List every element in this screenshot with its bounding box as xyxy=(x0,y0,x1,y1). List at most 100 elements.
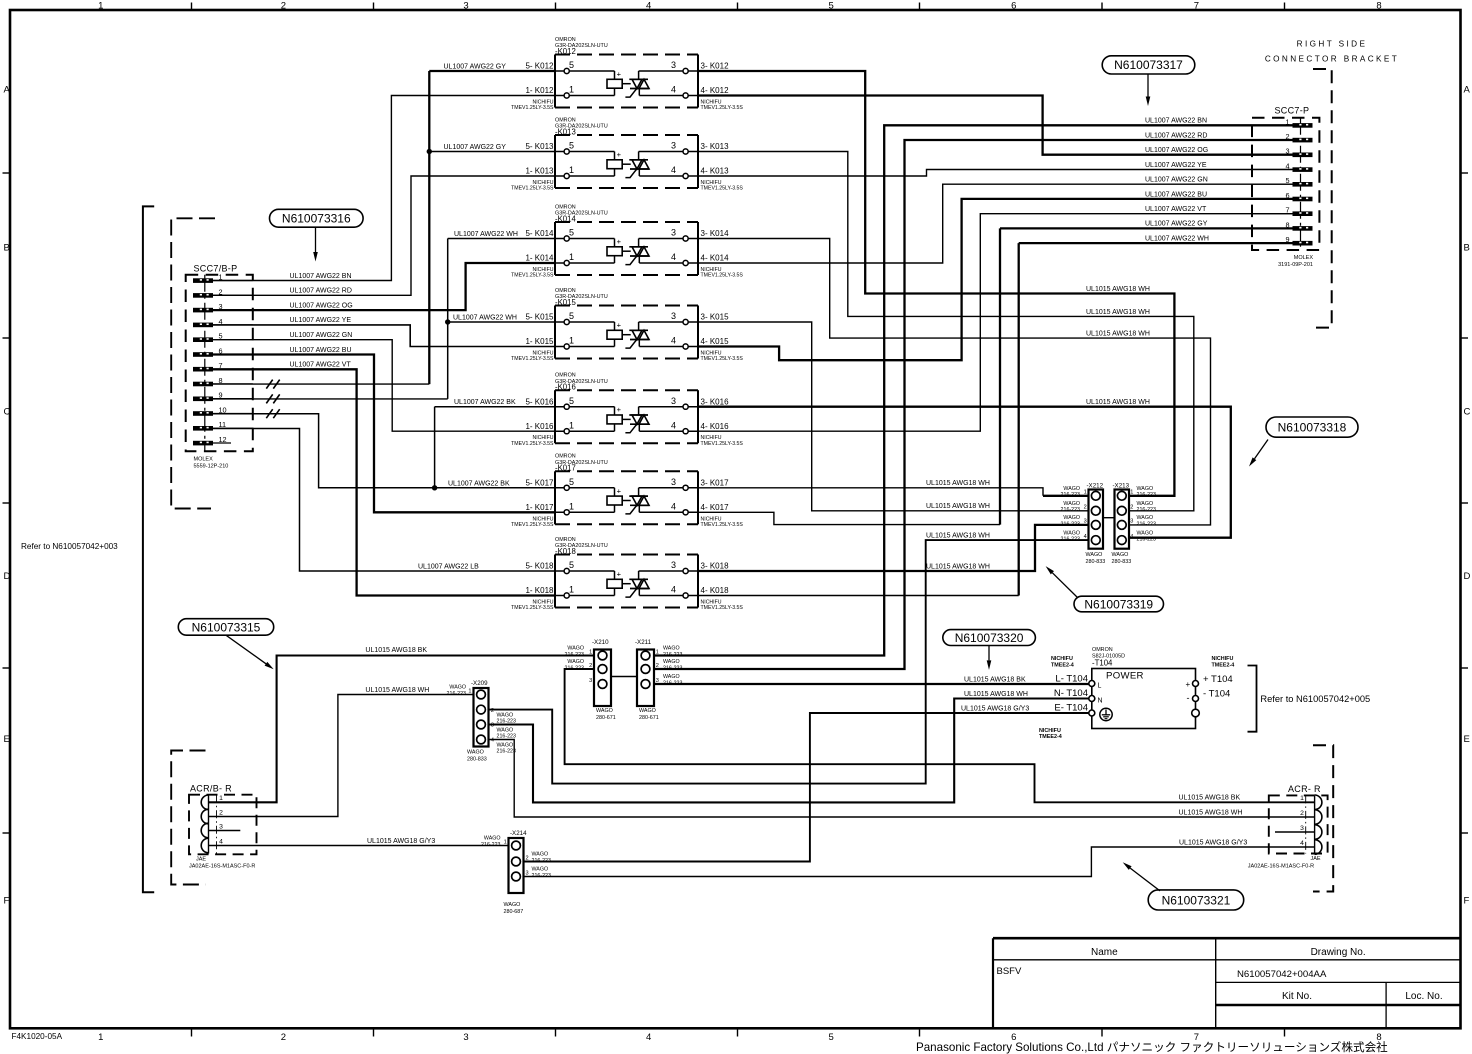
svg-text:1: 1 xyxy=(1130,490,1133,496)
svg-text:TMEE2-4: TMEE2-4 xyxy=(1212,663,1235,669)
svg-text:TMEV1.25LY-3.5S: TMEV1.25LY-3.5S xyxy=(701,186,744,192)
svg-text:2: 2 xyxy=(526,855,529,861)
svg-text:A: A xyxy=(4,85,11,96)
svg-text:6: 6 xyxy=(1011,0,1016,11)
svg-text:3: 3 xyxy=(671,228,676,238)
svg-text:5: 5 xyxy=(569,228,574,238)
svg-text:WAGO: WAGO xyxy=(532,867,549,873)
svg-text:3: 3 xyxy=(463,1032,468,1043)
svg-text:5- K018: 5- K018 xyxy=(525,562,554,571)
svg-text:-X209: -X209 xyxy=(471,680,488,687)
svg-text:UL1015 AWG18 WH: UL1015 AWG18 WH xyxy=(1086,399,1150,406)
svg-text:280-833: 280-833 xyxy=(467,757,487,763)
svg-text:8: 8 xyxy=(1285,220,1289,229)
svg-text:UL1015 AWG18 WH: UL1015 AWG18 WH xyxy=(1086,286,1150,293)
svg-text:B: B xyxy=(1464,243,1470,254)
svg-text:WAGO: WAGO xyxy=(1137,515,1154,521)
svg-text:1- K012: 1- K012 xyxy=(525,86,554,95)
svg-text:TMEE2-4: TMEE2-4 xyxy=(1051,663,1074,669)
svg-text:9: 9 xyxy=(1285,235,1289,244)
svg-text:1- K018: 1- K018 xyxy=(525,586,554,595)
svg-text:+: + xyxy=(617,405,622,414)
svg-text:5- K016: 5- K016 xyxy=(525,397,554,406)
svg-text:WAGO: WAGO xyxy=(567,659,584,665)
svg-text:216-223: 216-223 xyxy=(497,734,516,740)
svg-text:1: 1 xyxy=(569,420,574,430)
svg-text:UL1007 AWG22 GN: UL1007 AWG22 GN xyxy=(290,332,353,339)
svg-text:5- K014: 5- K014 xyxy=(525,229,554,238)
svg-text:5: 5 xyxy=(1285,176,1289,185)
svg-text:WAGO: WAGO xyxy=(639,708,656,714)
svg-text:4: 4 xyxy=(671,252,676,262)
svg-text:G3R-DA202SLN-UTU: G3R-DA202SLN-UTU xyxy=(555,211,608,217)
svg-text:1- K013: 1- K013 xyxy=(525,167,554,176)
svg-text:2: 2 xyxy=(1130,505,1133,511)
svg-text:3: 3 xyxy=(1285,147,1289,156)
svg-text:12: 12 xyxy=(219,435,227,444)
svg-text:5- K017: 5- K017 xyxy=(525,478,554,487)
svg-text:4- K014: 4- K014 xyxy=(701,254,730,263)
svg-text:NICHIFU: NICHIFU xyxy=(701,351,722,357)
svg-text:UL1015 AWG18 WH: UL1015 AWG18 WH xyxy=(964,691,1028,698)
svg-text:OMRON: OMRON xyxy=(555,117,576,123)
svg-text:CONNECTOR BRACKET: CONNECTOR BRACKET xyxy=(1265,55,1399,64)
svg-text:D: D xyxy=(4,571,11,582)
svg-text:+: + xyxy=(617,70,622,79)
svg-text:2: 2 xyxy=(589,663,592,669)
svg-text:5: 5 xyxy=(569,477,574,487)
svg-text:Panasonic Factory Solutions Co: Panasonic Factory Solutions Co.,Ltd パナソニ… xyxy=(916,1040,1388,1054)
svg-text:N610073318: N610073318 xyxy=(1278,420,1347,434)
svg-text:NICHIFU: NICHIFU xyxy=(701,180,722,186)
svg-text:B: B xyxy=(4,243,10,254)
svg-text:5: 5 xyxy=(219,332,223,341)
svg-text:NICHIFU: NICHIFU xyxy=(701,435,722,441)
svg-text:1- K015: 1- K015 xyxy=(525,337,554,346)
svg-text:7: 7 xyxy=(1194,1032,1199,1043)
svg-text:G3R-DA202SLN-UTU: G3R-DA202SLN-UTU xyxy=(555,543,608,549)
svg-text:4: 4 xyxy=(646,1032,651,1043)
svg-text:UL1007 AWG22 GY: UL1007 AWG22 GY xyxy=(444,64,507,71)
svg-text:1- K014: 1- K014 xyxy=(525,254,554,263)
svg-text:UL1007 AWG22 RD: UL1007 AWG22 RD xyxy=(1145,132,1207,139)
svg-text:TMEV1.25LY-3.5S: TMEV1.25LY-3.5S xyxy=(701,356,744,362)
svg-text:5- K013: 5- K013 xyxy=(525,142,554,151)
svg-text:+: + xyxy=(1186,680,1191,689)
svg-text:TMEV1.25LY-3.5S: TMEV1.25LY-3.5S xyxy=(701,441,744,447)
svg-text:N610073316: N610073316 xyxy=(282,212,351,226)
svg-text:3: 3 xyxy=(1300,825,1304,832)
svg-text:OMRON: OMRON xyxy=(555,373,576,379)
svg-text:Name: Name xyxy=(1091,947,1118,958)
svg-text:1: 1 xyxy=(569,336,574,346)
svg-text:7: 7 xyxy=(1194,0,1199,11)
svg-text:2: 2 xyxy=(491,708,494,714)
svg-text:MOLEX: MOLEX xyxy=(194,457,214,463)
svg-text:UL1007 AWG22 BN: UL1007 AWG22 BN xyxy=(290,273,352,280)
svg-text:3: 3 xyxy=(1130,519,1133,525)
svg-text:UL1007 AWG22 VT: UL1007 AWG22 VT xyxy=(1145,206,1207,213)
svg-text:1: 1 xyxy=(1084,490,1087,496)
svg-text:5559-12P-210: 5559-12P-210 xyxy=(194,464,229,470)
svg-text:L- T104: L- T104 xyxy=(1055,674,1088,685)
svg-text:G3R-DA202SLN-UTU: G3R-DA202SLN-UTU xyxy=(555,379,608,385)
svg-text:F: F xyxy=(4,896,10,907)
svg-text:TMEV1.25LY-3.5S: TMEV1.25LY-3.5S xyxy=(511,105,554,111)
svg-text:UL1007 AWG22 WH: UL1007 AWG22 WH xyxy=(453,315,517,322)
svg-text:1: 1 xyxy=(569,502,574,512)
svg-text:WAGO: WAGO xyxy=(1063,486,1080,492)
svg-text:WAGO: WAGO xyxy=(484,836,501,842)
svg-text:3: 3 xyxy=(1084,519,1087,525)
svg-text:TMEE2-4: TMEE2-4 xyxy=(1039,734,1062,740)
svg-text:N610073315: N610073315 xyxy=(192,620,261,634)
svg-text:TMEV1.25LY-3.5S: TMEV1.25LY-3.5S xyxy=(511,605,554,611)
svg-text:UL1015 AWG18 G/Y3: UL1015 AWG18 G/Y3 xyxy=(367,838,435,845)
svg-text:F: F xyxy=(1464,896,1470,907)
svg-text:+ T104: + T104 xyxy=(1203,674,1233,685)
svg-text:N- T104: N- T104 xyxy=(1054,688,1088,699)
svg-text:UL1015 AWG18 WH: UL1015 AWG18 WH xyxy=(926,480,990,487)
svg-text:216-223: 216-223 xyxy=(1061,492,1080,498)
svg-text:1: 1 xyxy=(569,585,574,595)
svg-text:N610073319: N610073319 xyxy=(1084,597,1153,611)
svg-text:OMRON: OMRON xyxy=(555,454,576,460)
svg-text:+: + xyxy=(617,321,622,330)
svg-text:UL1015 AWG18 BK: UL1015 AWG18 BK xyxy=(1179,795,1241,802)
